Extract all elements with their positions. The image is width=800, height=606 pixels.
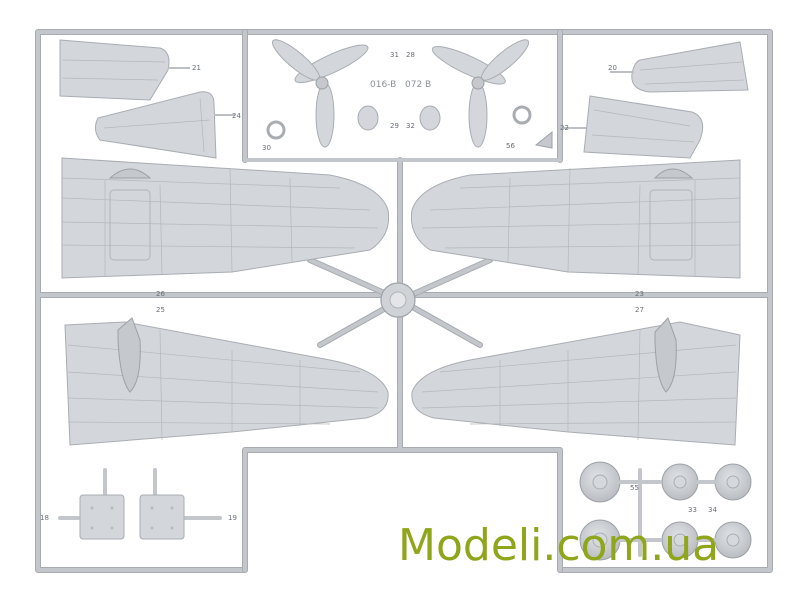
- propeller-left: [271, 39, 369, 148]
- molded-code-1: 016-B: [370, 80, 396, 90]
- part-label: 23: [635, 290, 644, 298]
- wing-lower-right: [411, 317, 741, 446]
- part-label: 19: [228, 514, 237, 522]
- tailplane-upper-left: [59, 39, 190, 101]
- wing-upper-right: [410, 159, 741, 279]
- wing-upper-left: [61, 157, 390, 279]
- part-label: 27: [635, 306, 644, 314]
- molded-code-2: 072 B: [405, 80, 431, 90]
- part-label: 30: [262, 144, 271, 152]
- part-label: 56: [506, 142, 515, 150]
- part-number-labels: 21 20 24 22 26 25 23 27 18 19 30 56 33 3…: [40, 51, 717, 522]
- small-plates: [58, 468, 222, 540]
- tailplane-lower-right: [560, 95, 704, 159]
- part-label: 55: [630, 484, 639, 492]
- part-label: 29: [390, 122, 399, 130]
- part-label: 20: [608, 64, 617, 72]
- part-label: 28: [406, 51, 415, 59]
- central-hub: [380, 282, 416, 318]
- part-label: 32: [406, 122, 415, 130]
- part-label: 24: [232, 112, 241, 120]
- landing-wheels: [579, 461, 752, 561]
- tailplane-upper-right: [610, 41, 749, 93]
- propeller-right: [431, 39, 530, 148]
- wing-lower-left: [64, 317, 389, 446]
- part-label: 31: [390, 51, 399, 59]
- part-label: 22: [560, 124, 569, 132]
- part-label: 18: [40, 514, 49, 522]
- watermark-text: Modeli.com.ua: [398, 520, 720, 571]
- part-label: 34: [708, 506, 717, 514]
- part-label: 21: [192, 64, 201, 72]
- part-label: 26: [156, 290, 165, 298]
- tailplane-lower-left: [94, 91, 235, 159]
- spinner-parts: [266, 105, 553, 149]
- part-label: 25: [156, 306, 165, 314]
- part-label: 33: [688, 506, 697, 514]
